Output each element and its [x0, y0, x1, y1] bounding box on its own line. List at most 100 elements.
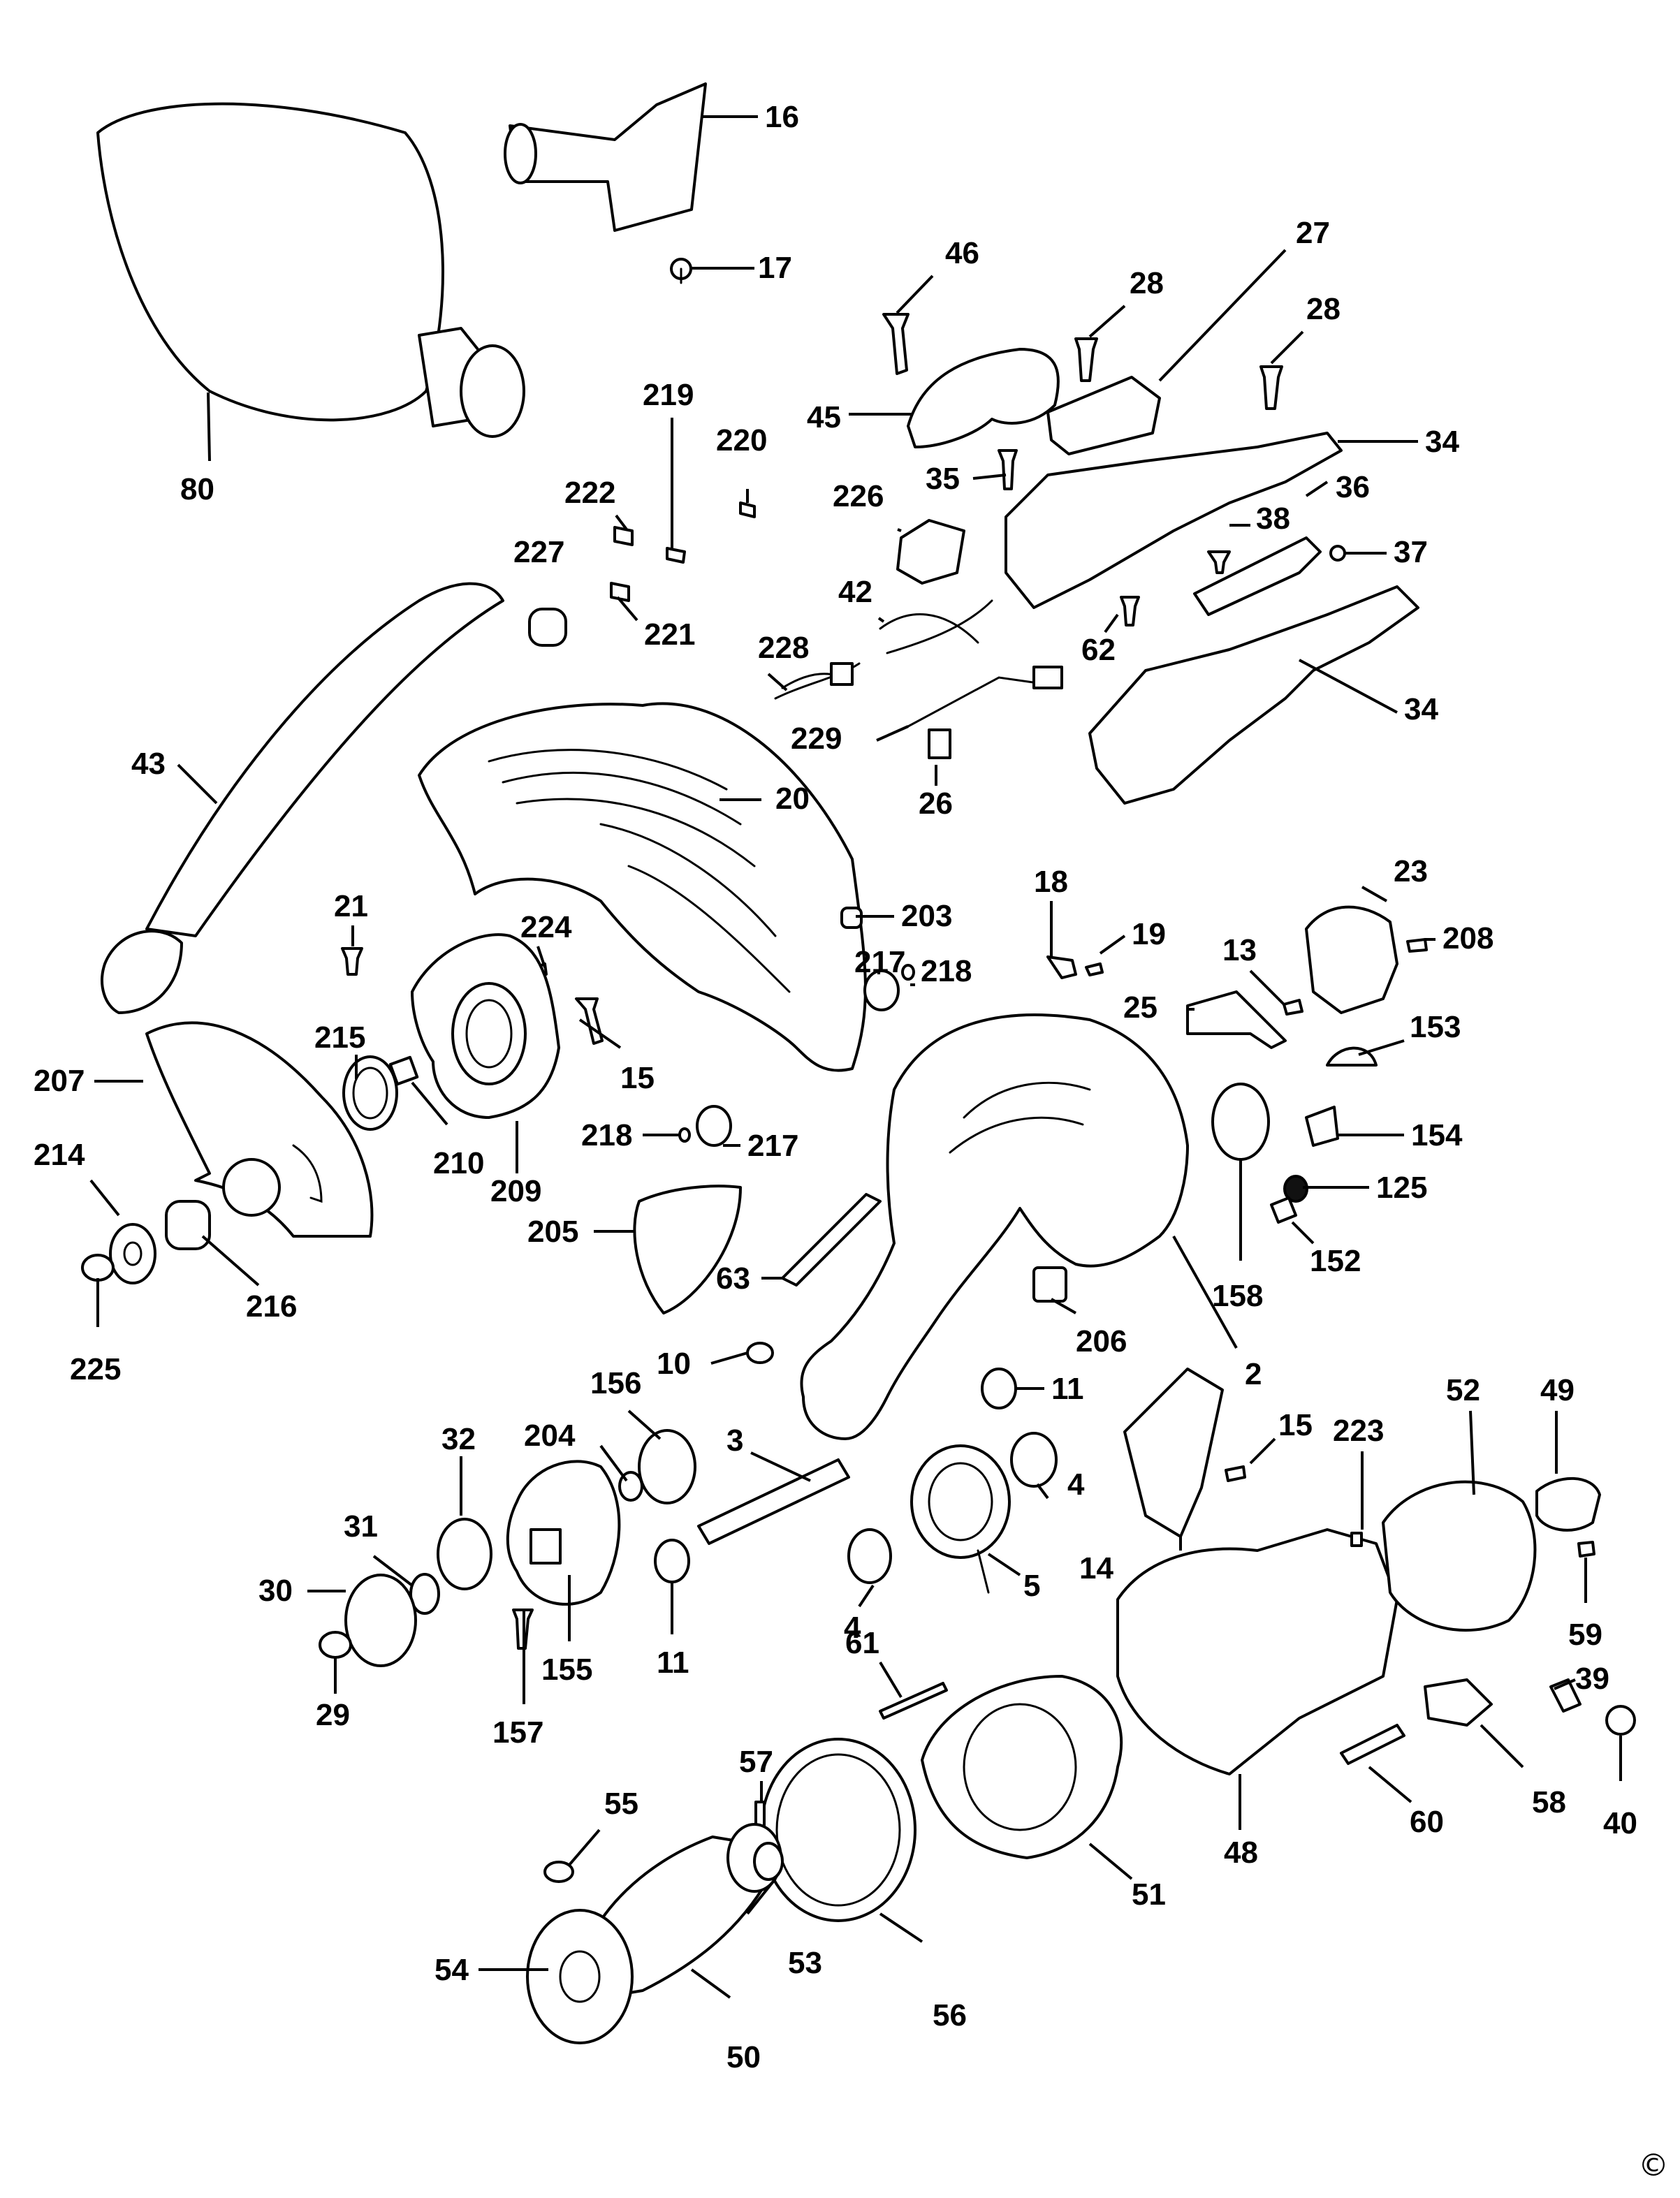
label-219: 219: [643, 378, 694, 412]
label-221: 221: [644, 617, 695, 652]
label-48: 48: [1224, 1836, 1258, 1870]
label-57: 57: [739, 1745, 773, 1779]
part-225-screw: [81, 1254, 115, 1282]
label-55: 55: [604, 1787, 638, 1821]
label-228: 228: [758, 631, 809, 665]
part-28a-screw: [1074, 337, 1098, 382]
label-206: 206: [1076, 1324, 1127, 1358]
label-42: 42: [838, 575, 872, 609]
part-155-gear-housing: [506, 1460, 621, 1606]
label-26: 26: [919, 786, 953, 821]
part-4b-bearing: [847, 1528, 892, 1584]
part-205-insert: [633, 1185, 742, 1314]
label-58: 58: [1532, 1785, 1566, 1819]
label-38: 38: [1256, 501, 1290, 536]
label-207: 207: [34, 1064, 85, 1098]
label-154: 154: [1411, 1118, 1463, 1152]
part-3-shaft: [697, 1458, 850, 1545]
part-214-washer: [109, 1223, 156, 1284]
part-28b-screw: [1259, 365, 1283, 410]
part-25-lever: [1186, 990, 1287, 1049]
label-205: 205: [527, 1215, 578, 1249]
label-35: 35: [926, 462, 960, 496]
label-214: 214: [34, 1138, 85, 1172]
label-4b: 4: [844, 1611, 861, 1645]
label-46: 46: [945, 236, 979, 270]
part-152-nut: [1270, 1196, 1297, 1224]
label-27: 27: [1296, 216, 1330, 250]
label-15a: 15: [620, 1061, 655, 1095]
label-226: 226: [833, 479, 884, 513]
part-80-dust-bag: [96, 102, 525, 438]
label-50: 50: [726, 2040, 761, 2074]
part-26-connector: [928, 728, 951, 759]
label-125: 125: [1376, 1171, 1427, 1205]
part-215-spring: [342, 1055, 398, 1131]
part-223-pin: [1350, 1532, 1363, 1547]
label-4a: 4: [1067, 1467, 1085, 1502]
part-11a-washer: [981, 1368, 1017, 1409]
part-15b-screw: [1225, 1465, 1246, 1482]
label-32: 32: [441, 1422, 476, 1456]
part-218b-washer: [678, 1127, 691, 1143]
label-17: 17: [758, 251, 792, 285]
part-31-washer: [409, 1573, 440, 1615]
label-49: 49: [1540, 1373, 1575, 1407]
label-37: 37: [1394, 535, 1428, 569]
part-220-clip: [739, 501, 756, 518]
label-218b: 218: [581, 1118, 632, 1152]
part-208-screw: [1406, 938, 1428, 953]
label-217b: 217: [747, 1129, 798, 1163]
part-218a-washer: [901, 964, 915, 981]
label-222: 222: [564, 476, 615, 510]
part-17-screw: [670, 258, 692, 284]
label-28a: 28: [1130, 266, 1164, 300]
part-216-sleeve: [165, 1200, 211, 1250]
label-15b: 15: [1278, 1408, 1313, 1442]
label-61: 61: [845, 1626, 879, 1660]
label-80: 80: [180, 472, 214, 506]
part-40-nut: [1605, 1705, 1636, 1736]
label-53: 53: [788, 1946, 822, 1980]
label-209: 209: [490, 1174, 541, 1208]
part-42-wire: [879, 599, 993, 654]
label-11a: 11: [1051, 1372, 1084, 1406]
part-49-brush-cover: [1535, 1477, 1601, 1532]
label-51: 51: [1132, 1877, 1166, 1912]
part-43-cord-relief: [101, 930, 183, 1014]
part-14-bracket: [1123, 1368, 1224, 1538]
label-223: 223: [1333, 1414, 1384, 1448]
part-219-clip: [666, 547, 686, 564]
label-20: 20: [775, 782, 810, 816]
part-156-o-ring: [638, 1429, 696, 1504]
part-27-cover: [1046, 376, 1161, 455]
label-21: 21: [334, 889, 368, 923]
label-204: 204: [524, 1419, 576, 1453]
part-52-end-cap: [1382, 1480, 1537, 1632]
label-225: 225: [70, 1352, 121, 1386]
part-18-bracket: [1046, 955, 1077, 979]
label-16: 16: [765, 100, 799, 134]
label-14: 14: [1079, 1551, 1113, 1585]
label-152: 152: [1310, 1244, 1361, 1278]
part-38-screw: [1207, 550, 1231, 574]
label-215: 215: [314, 1020, 365, 1055]
label-39: 39: [1575, 1662, 1609, 1696]
label-63: 63: [716, 1261, 750, 1296]
label-3: 3: [726, 1423, 743, 1458]
part-207-lower-guard: [145, 1021, 374, 1238]
part-46-screw: [882, 313, 910, 375]
label-218a: 218: [921, 954, 972, 988]
label-5: 5: [1023, 1569, 1040, 1603]
label-210: 210: [433, 1146, 484, 1180]
part-10-pin: [746, 1342, 774, 1364]
part-29-bolt: [319, 1631, 352, 1659]
label-13: 13: [1222, 933, 1257, 967]
label-216: 216: [246, 1289, 297, 1324]
label-36: 36: [1336, 470, 1370, 504]
part-55-snap-ring: [543, 1861, 574, 1883]
label-54: 54: [434, 1953, 469, 1987]
part-32-washer: [437, 1518, 492, 1590]
label-30: 30: [258, 1574, 293, 1608]
part-51-stator: [921, 1675, 1123, 1859]
